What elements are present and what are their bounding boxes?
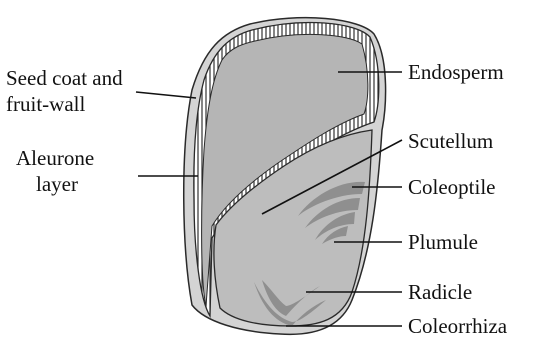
- label-radicle: Radicle: [408, 280, 472, 304]
- label-seed-coat-line2: fruit-wall: [6, 92, 85, 116]
- label-aleurone-line1: Aleurone: [16, 146, 94, 170]
- label-aleurone-line2: layer: [36, 172, 78, 196]
- label-seed-coat-line1: Seed coat and: [6, 66, 123, 90]
- label-endosperm: Endosperm: [408, 60, 504, 84]
- label-coleoptile: Coleoptile: [408, 175, 496, 199]
- leader-seed-coat: [136, 92, 196, 98]
- label-coleorrhiza: Coleorrhiza: [408, 314, 508, 338]
- label-scutellum: Scutellum: [408, 129, 493, 153]
- label-plumule: Plumule: [408, 230, 478, 254]
